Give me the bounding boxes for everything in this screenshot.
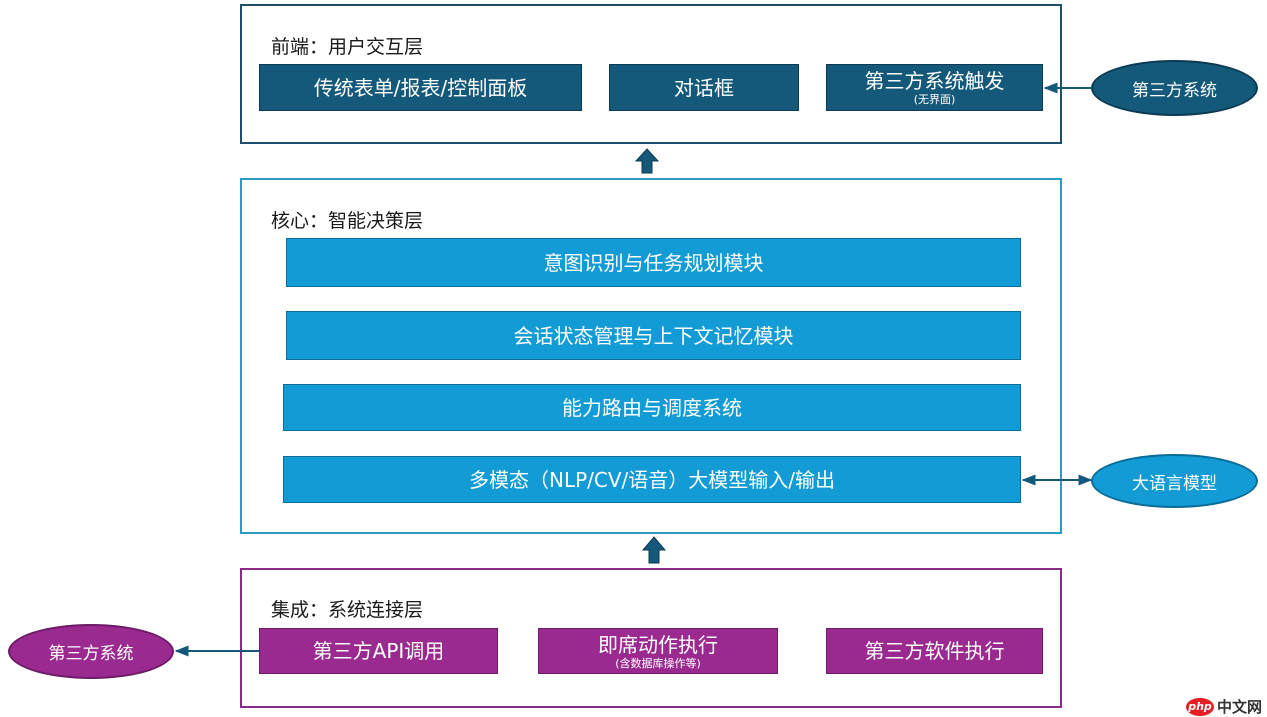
multimodal-model-label: 多模态（NLP/CV/语音）大模型输入/输出 (468, 467, 836, 492)
llm-ellipse: 大语言模型 (1091, 454, 1258, 508)
traditional-forms-box: 传统表单/报表/控制面板 (259, 64, 582, 111)
capability-routing-label: 能力路由与调度系统 (562, 395, 742, 420)
intent-recognition-box: 意图识别与任务规划模块 (286, 238, 1021, 287)
core-to-front-arrow (634, 148, 660, 174)
dialog-box: 对话框 (609, 64, 799, 111)
third-party-trigger-label: 第三方系统触发 (864, 69, 1005, 93)
session-state-label: 会话状态管理与上下文记忆模块 (513, 323, 794, 348)
third-party-api-box: 第三方API调用 (259, 628, 498, 674)
php-logo: php (1186, 697, 1214, 716)
integration-layer-title: 集成：系统连接层 (271, 599, 424, 621)
third-party-trigger-box: 第三方系统触发 (无界面) (826, 64, 1043, 111)
php-cn-watermark: php 中文网 (1186, 696, 1262, 717)
multimodal-model-box: 多模态（NLP/CV/语音）大模型输入/输出 (283, 456, 1021, 503)
capability-routing-box: 能力路由与调度系统 (283, 384, 1021, 431)
third-party-trigger-note: (无界面) (913, 93, 956, 106)
third-party-system-top-label: 第三方系统 (1132, 80, 1217, 101)
third-party-system-bottom-ellipse: 第三方系统 (8, 624, 174, 679)
dialog-label: 对话框 (674, 75, 734, 100)
third-party-api-label: 第三方API调用 (312, 639, 445, 663)
third-party-software-box: 第三方软件执行 (826, 628, 1043, 674)
intent-recognition-label: 意图识别与任务规划模块 (543, 250, 764, 275)
third-party-system-top-ellipse: 第三方系统 (1091, 60, 1258, 116)
core-layer-title: 核心：智能决策层 (271, 210, 424, 232)
session-state-box: 会话状态管理与上下文记忆模块 (286, 311, 1021, 360)
traditional-forms-label: 传统表单/报表/控制面板 (313, 75, 528, 100)
llm-label: 大语言模型 (1132, 473, 1217, 494)
adhoc-action-note: (含数据库操作等) (615, 656, 701, 670)
adhoc-action-box: 即席动作执行 (含数据库操作等) (538, 628, 778, 674)
php-site-name: 中文网 (1217, 698, 1263, 716)
third-party-software-label: 第三方软件执行 (864, 639, 1005, 663)
integration-to-core-arrow (641, 536, 667, 564)
adhoc-action-label: 即席动作执行 (598, 632, 718, 657)
frontend-layer-title: 前端：用户交互层 (271, 36, 424, 58)
third-party-system-bottom-label: 第三方系统 (48, 644, 134, 664)
